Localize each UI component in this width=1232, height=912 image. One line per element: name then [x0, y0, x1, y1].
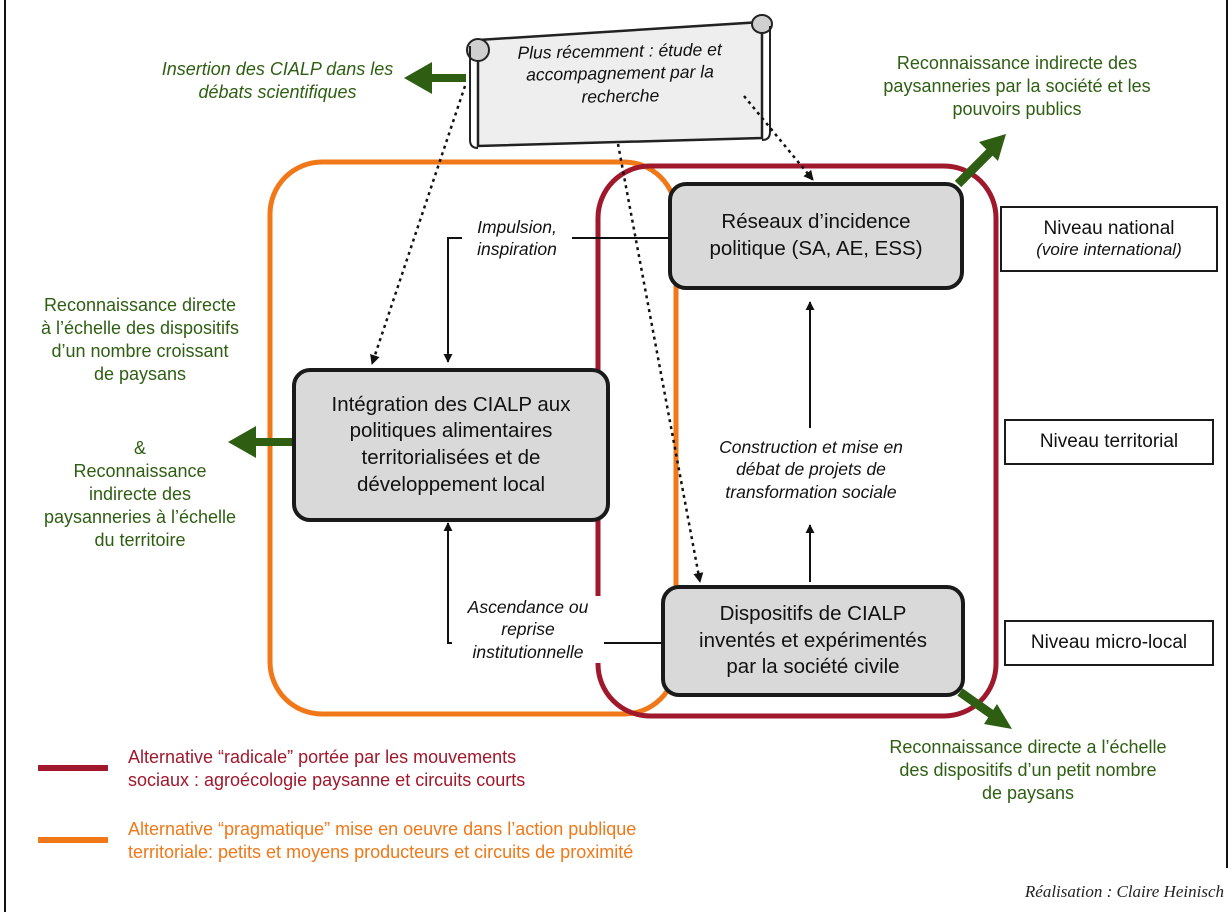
flow-impulsion-label: Impulsion, inspiration: [462, 216, 572, 261]
networks-box: Réseaux d’incidence politique (SA, AE, E…: [668, 182, 964, 290]
recognition-arrow-scientific: [404, 62, 466, 94]
level-territorial-label: Niveau territorial: [1039, 431, 1179, 452]
recognition-arrow-territorial: [228, 426, 292, 458]
recognition-arrow-micro: [957, 688, 1012, 729]
recognition-left-indirect-label: Reconnaissance indirecte des paysannerie…: [43, 461, 237, 551]
devices-box-label: Dispositifs de CIALP inventés et expérim…: [699, 602, 927, 679]
level-national-note: (voire international): [1036, 240, 1182, 259]
level-micro: Niveau micro-local: [1004, 620, 1214, 666]
legend-radical-line1: Alternative “radicale” portée par les mo…: [128, 747, 517, 767]
networks-box-label: Réseaux d’incidence politique (SA, AE, E…: [709, 210, 923, 260]
flow-construction-label: Construction et mise en débat de projets…: [700, 436, 922, 504]
devices-box: Dispositifs de CIALP inventés et expérim…: [661, 585, 965, 697]
flow-ascendance-label: Ascendance ou reprise institutionnelle: [452, 596, 604, 664]
recognition-left-and-label: &: [133, 438, 146, 458]
legend-radical-line2: sociaux : agroécologie paysanne et circu…: [128, 770, 526, 791]
legend-radical: Alternative “radicale” portée par les mo…: [128, 746, 525, 793]
research-arrow-devices: [616, 143, 704, 583]
legend-pragmatic: Alternative “pragmatique” mise en oeuvre…: [128, 818, 636, 865]
level-national: Niveau national (voire international): [1000, 206, 1218, 272]
integration-box: Intégration des CIALP aux politiques ali…: [292, 368, 610, 522]
level-territorial: Niveau territorial: [1004, 419, 1214, 465]
recognition-national-label: Reconnaissance indirecte des paysannerie…: [883, 53, 1151, 120]
level-micro-label: Niveau micro-local: [1030, 632, 1188, 653]
legend-pragmatic-line2: territoriale: petits et moyens producteu…: [128, 842, 634, 863]
recognition-scientific-label: Insertion des CIALP dans les débats scie…: [161, 59, 394, 103]
recognition-left-direct-label: Reconnaissance directe à l’échelle des d…: [40, 295, 240, 385]
recognition-arrow-national: [954, 134, 1006, 188]
impulsion-arrow: [443, 237, 668, 363]
research-arrow-integration: [370, 85, 467, 365]
scroll-text: Plus récemment : étude et accompagnement…: [517, 39, 722, 107]
research-scroll: [466, 14, 773, 149]
legend-pragmatic-line1: Alternative “pragmatique” mise en oeuvre…: [128, 819, 637, 839]
recognition-micro-label: Reconnaissance directe a l’échelle des d…: [889, 737, 1167, 804]
level-national-label: Niveau national: [1043, 218, 1175, 239]
credit: Réalisation : Claire Heinisch: [1024, 882, 1224, 901]
integration-box-label: Intégration des CIALP aux politiques ali…: [331, 392, 571, 496]
